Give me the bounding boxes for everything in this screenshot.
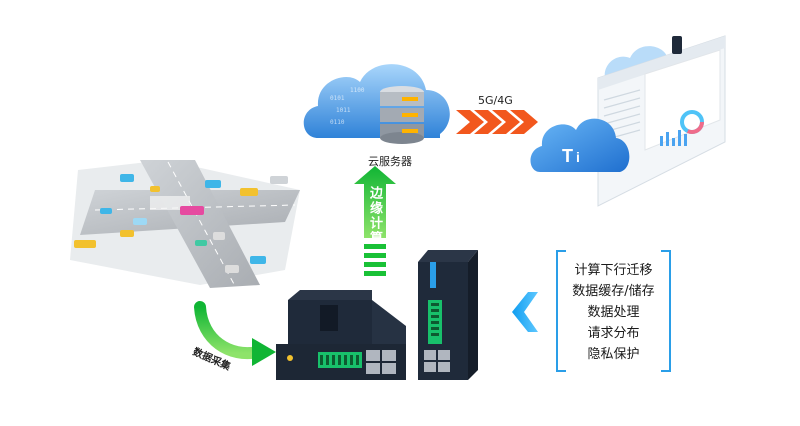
features-to-device-chevron	[512, 292, 538, 332]
traffic-intersection-illustration	[70, 160, 300, 288]
svg-text:T: T	[562, 146, 573, 166]
edge-computing-arrow	[354, 166, 396, 276]
feature-item-data-caching: 数据缓存/储存	[572, 284, 655, 299]
feature-item-data-processing: 数据处理	[587, 305, 640, 320]
network-label: 5G/4G	[478, 94, 513, 107]
svg-text:1011: 1011	[336, 107, 351, 114]
svg-text:0101: 0101	[330, 95, 345, 102]
iot-platform-dashboard-illustration: T i	[530, 35, 726, 207]
svg-text:0110: 0110	[330, 119, 345, 126]
cloud-server-icon: 0101 1011 0110 1100	[303, 64, 450, 144]
din-rail-controller-device	[418, 250, 478, 380]
network-chevron-arrows	[456, 110, 538, 134]
feature-item-privacy-protection: 隐私保护	[587, 347, 640, 362]
edge-computing-label: 边缘计算	[367, 186, 382, 246]
data-collection-arrow	[194, 301, 276, 366]
feature-item-request-distribution: 请求分布	[587, 326, 640, 341]
feature-item-computation-offload: 计算下行迁移	[574, 263, 653, 278]
cloud-server-label: 云服务器	[368, 155, 412, 168]
svg-text:i: i	[576, 149, 580, 165]
svg-text:1100: 1100	[350, 87, 365, 94]
feature-list: 计算下行迁移 数据缓存/储存 数据处理 请求分布 隐私保护	[558, 250, 669, 365]
feature-list-panel: 计算下行迁移 数据缓存/储存 数据处理 请求分布 隐私保护	[556, 250, 671, 372]
edge-gateway-device	[276, 290, 406, 380]
